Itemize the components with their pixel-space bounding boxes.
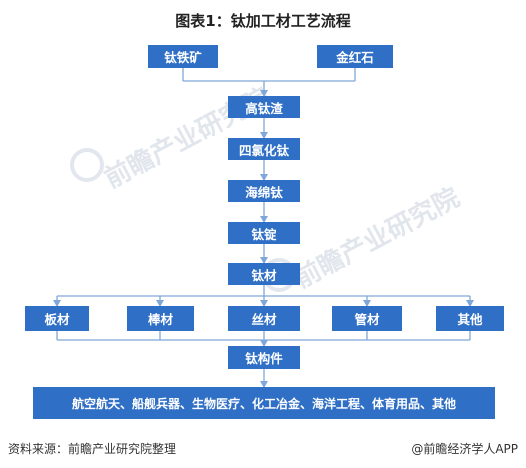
- watermark-logo-icon: [70, 148, 104, 182]
- node-ilmenite: 钛铁矿: [148, 45, 218, 68]
- node-high-ti-slag: 高钛渣: [228, 96, 300, 118]
- node-applications: 航空航天、船舰兵器、生物医疗、化工冶金、海洋工程、体育用品、其他: [33, 387, 495, 419]
- source-note: 资料来源：前瞻产业研究院整理: [8, 442, 177, 456]
- node-ti-material: 钛材: [228, 263, 300, 285]
- node-sponge-ti: 海绵钛: [228, 180, 300, 202]
- node-ti-component: 钛构件: [228, 346, 300, 369]
- node-ticl4: 四氯化钛: [228, 138, 300, 160]
- node-other: 其他: [436, 306, 504, 331]
- diagram-title: 图表1：钛加工材工艺流程: [175, 12, 351, 30]
- node-rutile: 金红石: [317, 45, 393, 68]
- node-plate: 板材: [25, 306, 89, 331]
- node-bar: 棒材: [127, 306, 194, 331]
- node-tube: 管材: [332, 306, 402, 331]
- brand-note: @前瞻经济学人APP: [411, 442, 518, 456]
- node-ti-ingot: 钛锭: [228, 222, 300, 244]
- node-wire: 丝材: [228, 306, 300, 331]
